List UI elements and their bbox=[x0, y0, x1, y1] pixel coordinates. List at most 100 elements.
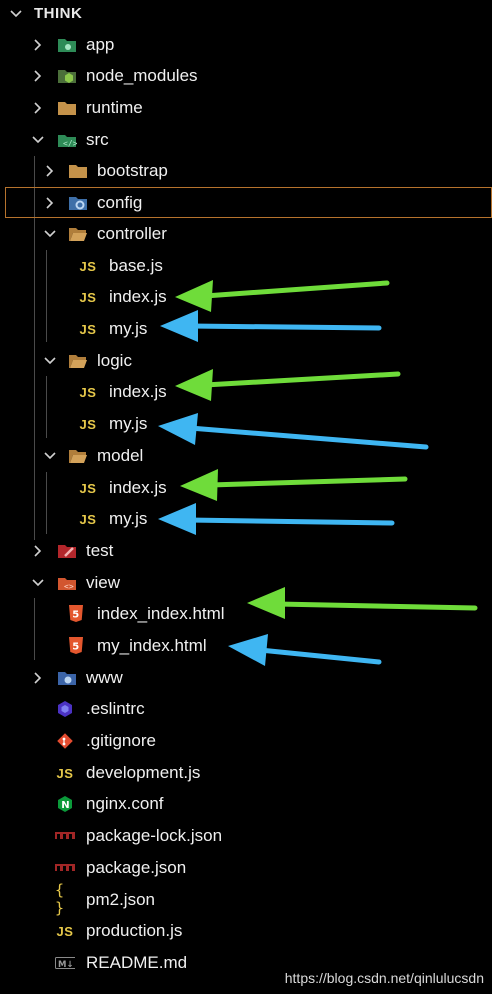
tree-item-label: .eslintrc bbox=[86, 699, 145, 718]
tree-item-index-index-html[interactable]: 5 index_index.html bbox=[0, 598, 492, 629]
tree-item-label: logic bbox=[97, 351, 132, 370]
explorer-root-header[interactable]: THINK bbox=[0, 0, 492, 28]
tree-item-label: test bbox=[86, 541, 114, 560]
tree-item-runtime[interactable]: runtime bbox=[0, 92, 492, 123]
tree-item-label: index_index.html bbox=[97, 604, 225, 623]
npm-icon bbox=[55, 859, 75, 877]
tree-item-label: runtime bbox=[86, 98, 143, 117]
chevron-down-icon[interactable] bbox=[42, 448, 58, 464]
tree-item-label: app bbox=[86, 35, 115, 54]
tree-item-label: view bbox=[86, 573, 121, 592]
tree-item-controller-index-js[interactable]: JS index.js bbox=[0, 281, 492, 312]
chevron-right-icon[interactable] bbox=[30, 100, 46, 116]
folder-view-icon: <> bbox=[57, 574, 77, 592]
js-file-icon: JS bbox=[79, 321, 97, 337]
chevron-right-icon[interactable] bbox=[30, 37, 46, 53]
tree-item-test[interactable]: test bbox=[0, 535, 492, 566]
chevron-right-icon[interactable] bbox=[42, 163, 58, 179]
eslint-icon bbox=[55, 700, 75, 718]
folder-app-icon bbox=[57, 36, 77, 54]
folder-node-icon bbox=[57, 67, 77, 85]
tree-item-controller-my-js[interactable]: JS my.js bbox=[0, 313, 492, 344]
tree-item-node-modules[interactable]: node_modules bbox=[0, 60, 492, 91]
tree-item-label: index.js bbox=[109, 478, 167, 497]
folder-icon bbox=[68, 162, 88, 180]
tree-item-label: my.js bbox=[109, 509, 148, 528]
tree-item-config[interactable]: config bbox=[5, 187, 492, 218]
tree-item-controller[interactable]: controller bbox=[0, 218, 492, 249]
tree-item-label: config bbox=[97, 193, 143, 212]
tree-item-label: base.js bbox=[109, 256, 163, 275]
tree-item-label: pm2.json bbox=[86, 890, 155, 909]
chevron-down-icon[interactable] bbox=[8, 6, 24, 22]
tree-item-package-json[interactable]: package.json bbox=[0, 852, 492, 883]
tree-item-package-lock-json[interactable]: package-lock.json bbox=[0, 820, 492, 851]
tree-item-label: package.json bbox=[86, 858, 187, 877]
tree-item-label: package-lock.json bbox=[86, 826, 223, 845]
js-file-icon: JS bbox=[79, 480, 97, 496]
tree-item-logic[interactable]: logic bbox=[0, 345, 492, 376]
chevron-down-icon[interactable] bbox=[42, 353, 58, 369]
tree-item-www[interactable]: www bbox=[0, 662, 492, 693]
folder-open-icon bbox=[68, 352, 88, 370]
indent-guide bbox=[46, 472, 47, 534]
folder-src-icon: </> bbox=[57, 131, 77, 149]
tree-item-label: controller bbox=[97, 224, 167, 243]
tree-item-gitignore[interactable]: .gitignore bbox=[0, 725, 492, 756]
tree-item-my-index-html[interactable]: 5 my_index.html bbox=[0, 630, 492, 661]
svg-text:M↓: M↓ bbox=[58, 960, 74, 970]
folder-config-icon bbox=[68, 194, 88, 212]
tree-item-production-js[interactable]: JS production.js bbox=[0, 915, 492, 946]
tree-item-development-js[interactable]: JS development.js bbox=[0, 757, 492, 788]
tree-item-bootstrap[interactable]: bootstrap bbox=[0, 155, 492, 186]
folder-test-icon bbox=[57, 542, 77, 560]
svg-text:5: 5 bbox=[72, 641, 79, 652]
nginx-icon: N bbox=[55, 795, 75, 813]
tree-item-label: node_modules bbox=[86, 66, 198, 85]
markdown-icon: M↓ bbox=[55, 954, 75, 972]
chevron-down-icon[interactable] bbox=[30, 575, 46, 591]
tree-item-model-my-js[interactable]: JS my.js bbox=[0, 503, 492, 534]
chevron-down-icon[interactable] bbox=[42, 226, 58, 242]
tree-item-label: www bbox=[86, 668, 123, 687]
chevron-down-icon[interactable] bbox=[30, 132, 46, 148]
tree-item-label: nginx.conf bbox=[86, 794, 164, 813]
tree-item-src[interactable]: </> src bbox=[0, 124, 492, 155]
tree-item-label: development.js bbox=[86, 763, 201, 782]
explorer-root-label: THINK bbox=[34, 5, 83, 22]
indent-guide bbox=[46, 250, 47, 342]
npm-icon bbox=[55, 827, 75, 845]
tree-item-base-js[interactable]: JS base.js bbox=[0, 250, 492, 281]
tree-item-label: README.md bbox=[86, 953, 188, 972]
tree-item-model[interactable]: model bbox=[0, 440, 492, 471]
tree-item-label: index.js bbox=[109, 287, 167, 306]
js-file-icon: JS bbox=[79, 511, 97, 527]
tree-item-label: src bbox=[86, 130, 109, 149]
chevron-right-icon[interactable] bbox=[30, 543, 46, 559]
chevron-right-icon[interactable] bbox=[30, 68, 46, 84]
tree-item-view[interactable]: <> view bbox=[0, 567, 492, 598]
tree-item-logic-index-js[interactable]: JS index.js bbox=[0, 376, 492, 407]
js-file-icon: JS bbox=[79, 384, 97, 400]
js-file-icon: JS bbox=[56, 923, 74, 939]
html-file-icon: 5 bbox=[66, 636, 86, 654]
chevron-right-icon[interactable] bbox=[30, 670, 46, 686]
js-file-icon: JS bbox=[79, 289, 97, 305]
tree-item-readme-md[interactable]: M↓ README.md bbox=[0, 947, 492, 978]
tree-item-app[interactable]: app bbox=[0, 29, 492, 60]
tree-item-label: index.js bbox=[109, 382, 167, 401]
chevron-right-icon[interactable] bbox=[42, 195, 58, 211]
watermark-url: https://blog.csdn.net/qinlulucsdn bbox=[284, 970, 484, 986]
folder-icon bbox=[57, 99, 77, 117]
html-file-icon: 5 bbox=[66, 604, 86, 622]
tree-item-pm2-json[interactable]: { } pm2.json bbox=[0, 881, 492, 917]
tree-item-label: model bbox=[97, 446, 144, 465]
tree-item-model-index-js[interactable]: JS index.js bbox=[0, 472, 492, 503]
tree-item-nginx-conf[interactable]: N nginx.conf bbox=[0, 788, 492, 819]
folder-open-icon bbox=[68, 225, 88, 243]
tree-item-eslintrc[interactable]: .eslintrc bbox=[0, 693, 492, 724]
tree-item-label: my.js bbox=[109, 319, 148, 338]
folder-open-icon bbox=[68, 447, 88, 465]
tree-item-logic-my-js[interactable]: JS my.js bbox=[0, 408, 492, 439]
